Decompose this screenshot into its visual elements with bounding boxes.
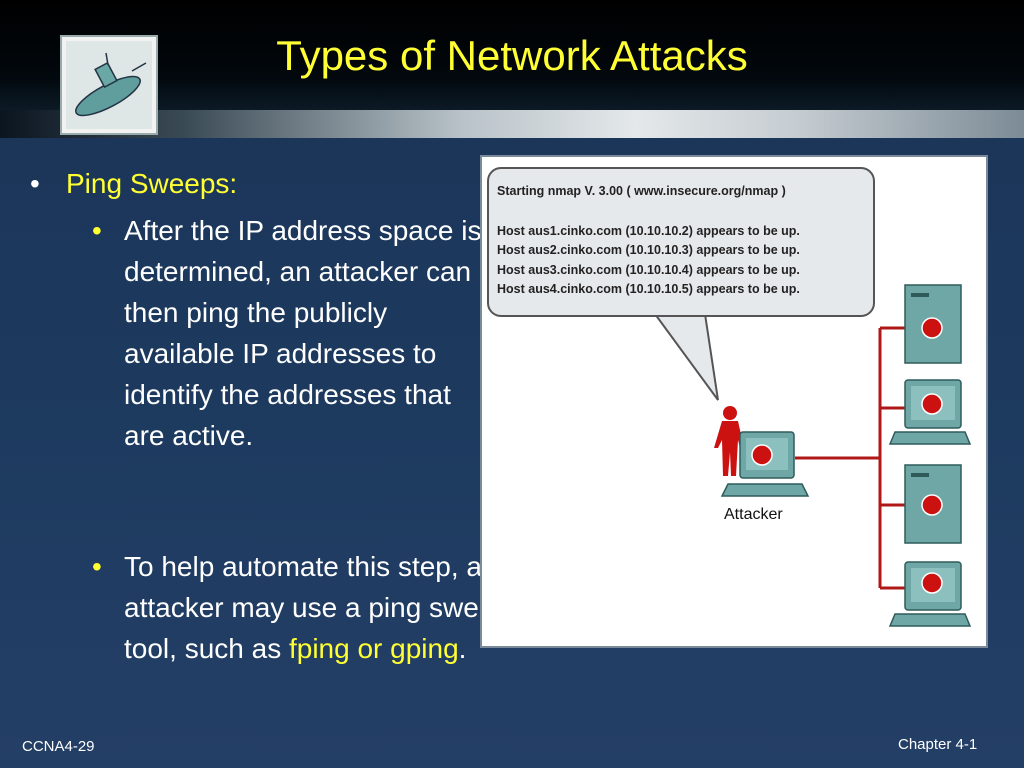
nmap-host-line: Host aus2.cinko.com (10.10.10.3) appears… bbox=[497, 243, 800, 257]
attacker-label: Attacker bbox=[724, 506, 783, 523]
nmap-output-bubble bbox=[487, 167, 875, 317]
sub-bullet-marker: • bbox=[92, 215, 102, 246]
server-icon bbox=[904, 464, 962, 544]
submarine-logo bbox=[60, 35, 158, 135]
ping-tools-highlight: fping or gping bbox=[288, 633, 459, 664]
header-band bbox=[0, 0, 1024, 110]
nmap-host-line: Host aus4.cinko.com (10.10.10.5) appears… bbox=[497, 282, 800, 296]
submarine-icon bbox=[66, 41, 152, 129]
attacker-person-icon bbox=[714, 406, 744, 476]
workstation-icon bbox=[888, 379, 972, 445]
server-icon bbox=[904, 284, 962, 364]
nmap-host-line: Host aus1.cinko.com (10.10.10.2) appears… bbox=[497, 224, 800, 238]
network-links bbox=[795, 326, 905, 590]
footer-slide-id: CCNA4-29 bbox=[22, 738, 95, 755]
nmap-header: Starting nmap V. 3.00 ( www.insecure.org… bbox=[497, 184, 786, 198]
workstation-icon bbox=[888, 561, 972, 627]
slide-title: Types of Network Attacks bbox=[276, 32, 748, 79]
header-gradient-bar bbox=[0, 110, 1024, 138]
sub-bullet-automate: To help automate this step, an attacker … bbox=[124, 546, 544, 669]
sub2-text: To help automate this step, an attacker … bbox=[124, 551, 510, 664]
workstation-icon bbox=[720, 431, 810, 497]
sub2-suffix: . bbox=[458, 633, 467, 664]
bullet-marker: • bbox=[30, 168, 40, 199]
bubble-tail bbox=[653, 313, 719, 401]
nmap-host-line: Host aus3.cinko.com (10.10.10.4) appears… bbox=[497, 263, 800, 277]
sub-bullet-ip-space: After the IP address space is determined… bbox=[124, 215, 482, 451]
sub-bullet-marker: • bbox=[92, 551, 102, 582]
footer-chapter: Chapter 4-1 bbox=[898, 736, 978, 753]
bullet-ping-sweeps: Ping Sweeps: bbox=[66, 168, 238, 199]
